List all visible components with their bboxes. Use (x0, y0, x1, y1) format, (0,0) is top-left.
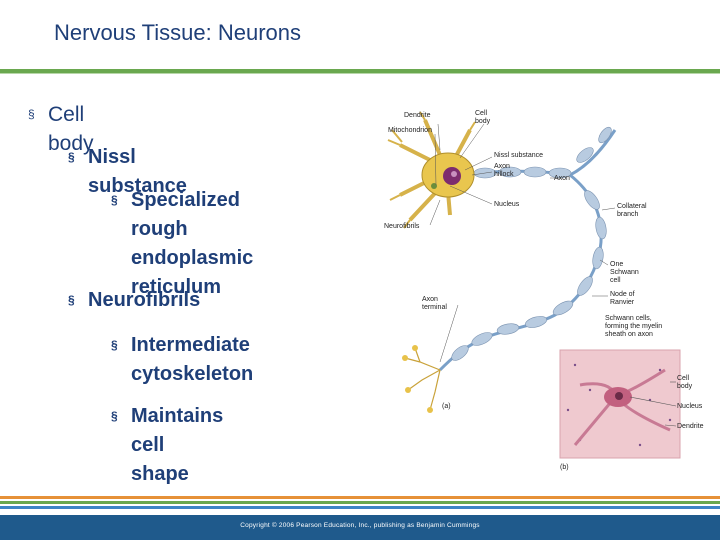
bullet-neurofibrils: § Neurofibrils (68, 286, 201, 315)
bullet-text: Neurofibrils (88, 289, 201, 311)
footer-band-green (0, 501, 720, 504)
label-part-b: (b) (560, 464, 569, 471)
title-divider-shadow (0, 73, 720, 74)
bullet-marker: § (28, 107, 35, 121)
label-dendrite: Dendrite (404, 112, 431, 119)
label-nissl-substance: Nissl substance (494, 152, 543, 159)
bullet-marker: § (111, 338, 118, 352)
copyright-text: Copyright © 2006 Pearson Education, Inc.… (240, 522, 480, 529)
bullet-specialized-rough-er: § Specialized rough endoplasmic reticulu… (111, 186, 254, 302)
bullet-marker: § (111, 409, 118, 423)
bullet-marker: § (68, 150, 75, 164)
bullet-text: Maintains cell shape (131, 405, 224, 485)
axon-terminal-knobs (402, 345, 433, 413)
label-mitochondrion: Mitochondrion (388, 127, 432, 134)
label-micrograph-dendrite: Dendrite (677, 423, 704, 430)
slide-title: Nervous Tissue: Neurons (54, 20, 301, 45)
bullet-intermediate-cytoskeleton: § Intermediate cytoskeleton (111, 331, 254, 389)
bullet-text-line: Intermediate (131, 334, 250, 356)
footer-band-orange (0, 496, 720, 499)
bullet-text-line: endoplasmic (131, 247, 254, 269)
bullet-cell-body: § Cell body (28, 100, 94, 158)
label-nucleus: Nucleus (494, 201, 520, 208)
bullet-text-line: Specialized rough (131, 189, 240, 240)
bullet-marker: § (68, 293, 75, 307)
micrograph-image (559, 349, 681, 459)
footer-bar: Copyright © 2006 Pearson Education, Inc.… (0, 515, 720, 540)
footer-color-bands (0, 496, 720, 509)
bullet-maintains-cell-shape: § Maintains cell shape (111, 402, 224, 489)
bullet-text: Cell body (48, 103, 94, 155)
bullet-text-line: reticulum (131, 276, 222, 298)
bullet-text: Nissl substance (88, 146, 187, 197)
axon-myelin-sheath (438, 126, 617, 372)
footer-band-blue (0, 506, 720, 509)
label-micrograph-nucleus: Nucleus (677, 403, 703, 410)
title-divider (0, 69, 720, 73)
label-neurofibrils: Neurofibrils (384, 223, 420, 230)
label-axon: Axon (554, 175, 570, 182)
neuron-cell-body (387, 111, 476, 229)
label-part-a: (a) (442, 403, 451, 410)
bullet-text-line: cytoskeleton (131, 363, 254, 385)
bullet-nissl-substance: § Nissl substance (68, 143, 187, 201)
bullet-marker: § (111, 193, 118, 207)
axon-terminals (404, 347, 441, 411)
